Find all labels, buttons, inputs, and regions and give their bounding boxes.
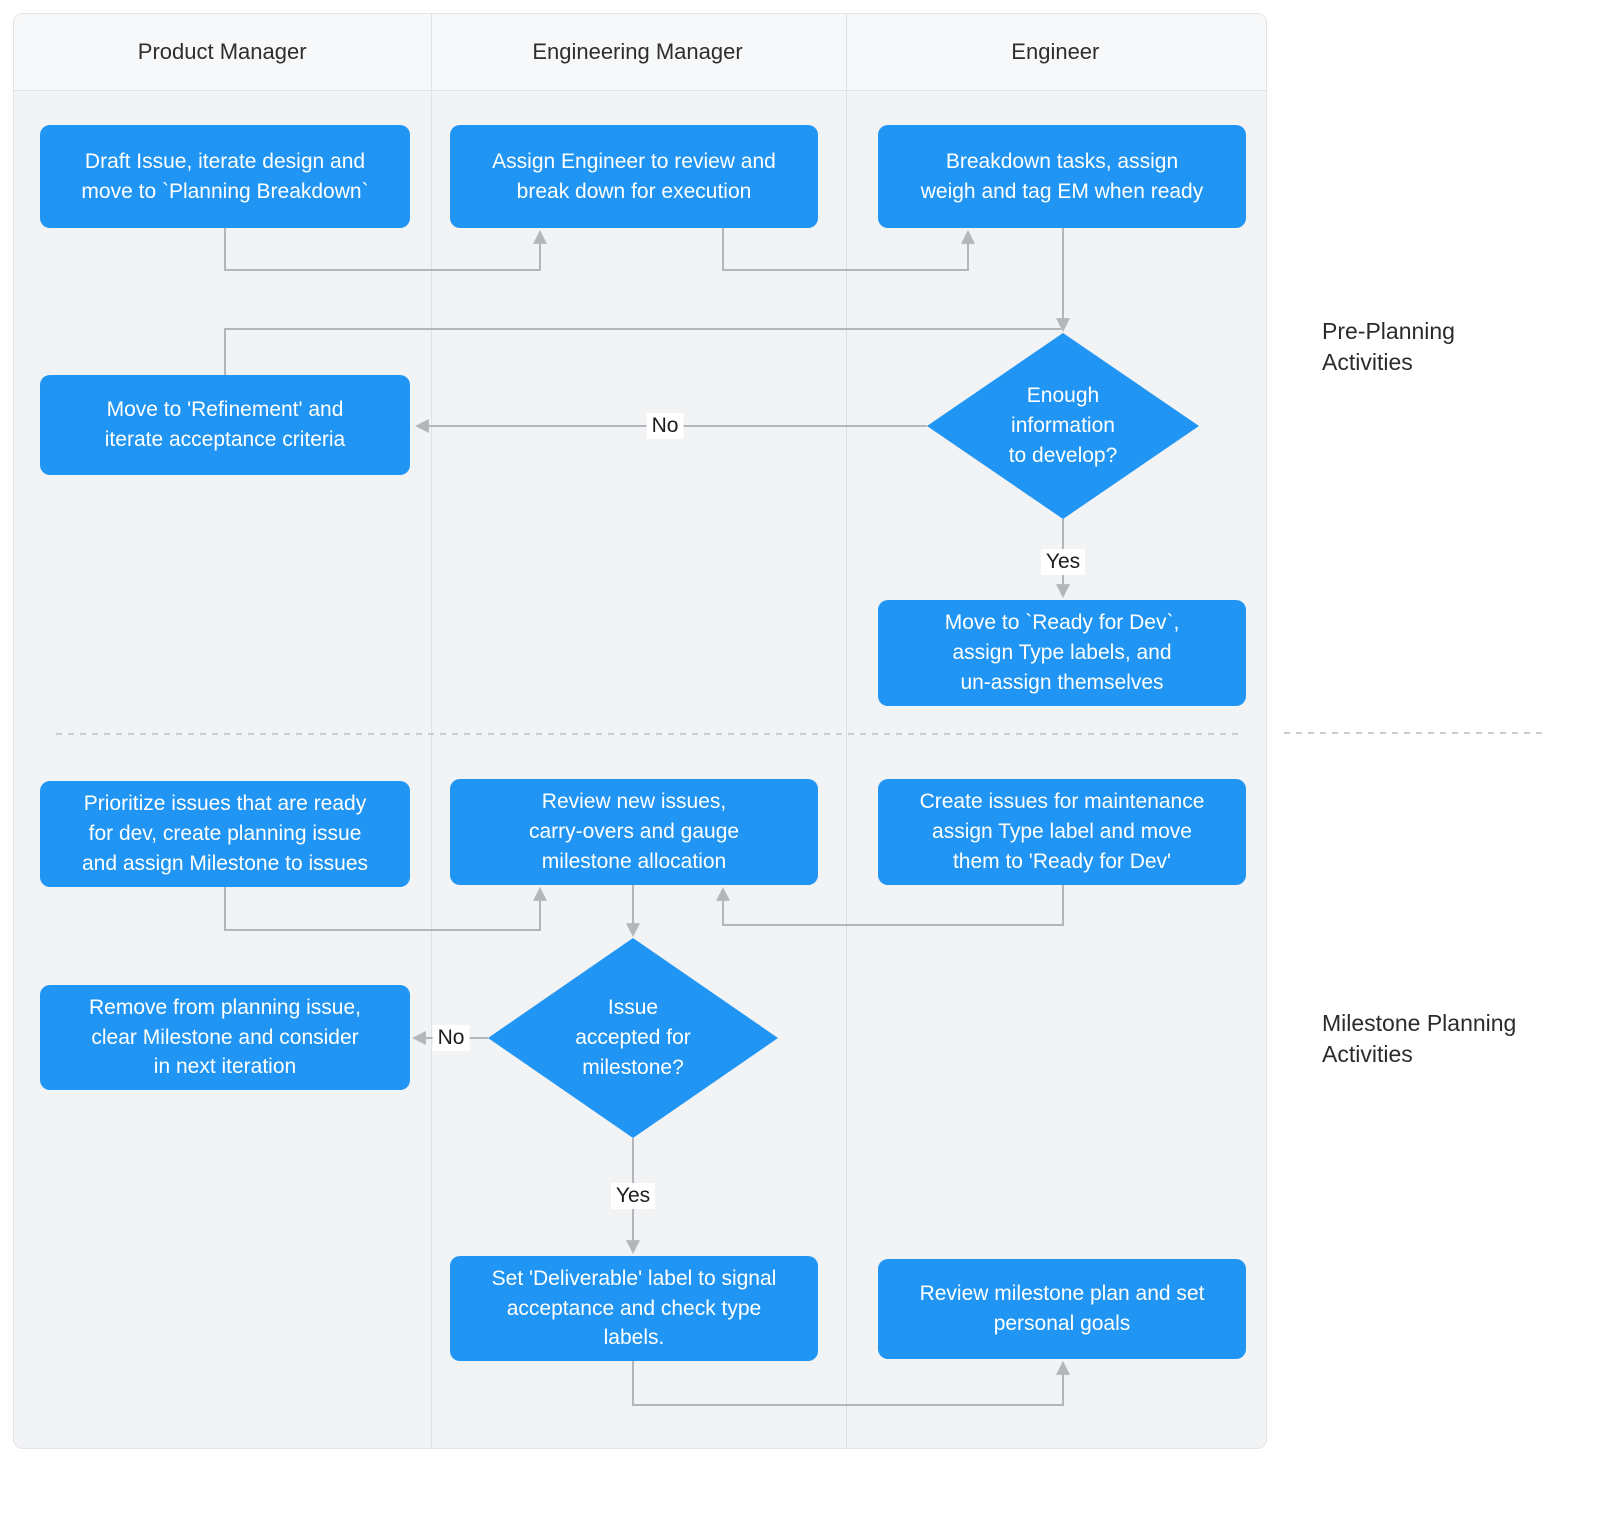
node-assign-engineer: Assign Engineer to review and break down…	[450, 125, 818, 228]
node-create-maintenance-issues: Create issues for maintenance assign Typ…	[878, 779, 1246, 885]
node-move-refinement: Move to 'Refinement' and iterate accepta…	[40, 375, 410, 475]
node-prioritize-issues: Prioritize issues that are ready for dev…	[40, 781, 410, 887]
lane-title: Engineering Manager	[532, 39, 743, 64]
lane-header-engineering-manager: Engineering Manager	[430, 14, 844, 90]
lane-header-row: Product Manager Engineering Manager Engi…	[14, 14, 1266, 91]
node-remove-from-planning: Remove from planning issue, clear Milest…	[40, 985, 410, 1090]
node-breakdown-tasks: Breakdown tasks, assign weigh and tag EM…	[878, 125, 1246, 228]
section-divider-line-right	[1284, 732, 1544, 734]
lane-title: Product Manager	[137, 39, 307, 64]
node-review-new-issues: Review new issues, carry-overs and gauge…	[450, 779, 818, 885]
section-label-pre-planning: Pre-Planning Activities	[1322, 318, 1455, 376]
node-draft-issue: Draft Issue, iterate design and move to …	[40, 125, 410, 228]
node-ready-for-dev: Move to `Ready for Dev`, assign Type lab…	[878, 600, 1246, 706]
lane-header-engineer: Engineer	[845, 14, 1266, 90]
lane-divider	[431, 14, 432, 1448]
lane-divider	[846, 14, 847, 1448]
lane-header-product-manager: Product Manager	[14, 14, 430, 90]
edge-label-yes-milestone: Yes	[610, 1183, 656, 1209]
section-label-milestone-planning: Milestone Planning Activities	[1322, 1010, 1517, 1068]
edge-label-yes-develop: Yes	[1040, 549, 1086, 575]
edge-label-no-develop: No	[646, 413, 684, 439]
lane-title: Engineer	[1011, 39, 1100, 64]
edge-label-no-milestone: No	[432, 1025, 470, 1051]
section-divider-line	[56, 733, 1241, 735]
swimlane-container: Product Manager Engineering Manager Engi…	[13, 13, 1267, 1449]
node-set-deliverable-label: Set 'Deliverable' label to signal accept…	[450, 1256, 818, 1361]
node-review-milestone-plan: Review milestone plan and set personal g…	[878, 1259, 1246, 1359]
